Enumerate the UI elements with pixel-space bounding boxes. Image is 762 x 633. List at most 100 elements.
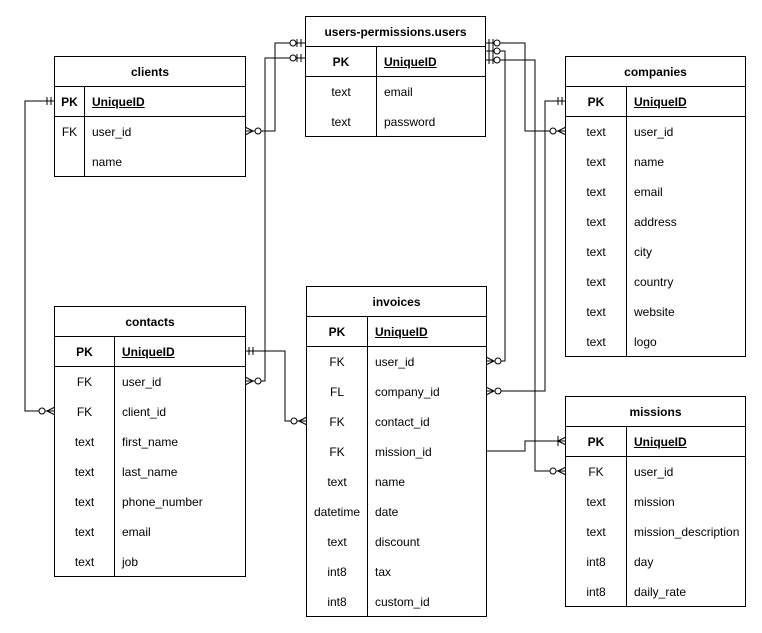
- field-name: user_id: [634, 465, 674, 479]
- field-row: FK mission_id: [307, 437, 486, 467]
- field-row: text country: [566, 267, 745, 297]
- key-type: int8: [566, 577, 627, 607]
- entity-title: users-permissions.users: [306, 17, 485, 47]
- field-name: name: [375, 475, 406, 489]
- primary-key-row: PK UniqueID: [306, 47, 485, 77]
- field-name: phone_number: [122, 495, 203, 509]
- key-type: PK: [566, 427, 627, 456]
- field-name: custom_id: [375, 595, 430, 609]
- primary-key-row: PK UniqueID: [55, 337, 245, 367]
- field-name: mission_id: [375, 445, 432, 459]
- key-type: PK: [566, 87, 627, 116]
- one-mandatory-marker-users-left-b: [296, 54, 302, 62]
- field-row: text password: [306, 107, 485, 137]
- rel-clients-contacts: [24, 100, 55, 412]
- field-row: FK user_id: [55, 367, 245, 397]
- field-row: name: [55, 147, 245, 177]
- rel-users-invoices: [486, 50, 506, 362]
- primary-key-row: PK UniqueID: [55, 87, 245, 117]
- field-row: FL company_id: [307, 377, 486, 407]
- key-type: FK: [307, 437, 368, 467]
- key-type: FK: [307, 407, 368, 437]
- key-type: PK: [55, 87, 85, 116]
- field-name: logo: [634, 335, 657, 349]
- key-type: text: [307, 467, 368, 497]
- key-type: text: [566, 147, 627, 177]
- field-name: name: [634, 155, 665, 169]
- key-type: text: [306, 77, 377, 107]
- key-type: text: [306, 107, 377, 137]
- field-row: FK user_id: [55, 117, 245, 147]
- entity-title: invoices: [307, 287, 486, 317]
- key-type: FK: [55, 117, 85, 147]
- key-type: text: [566, 487, 627, 517]
- field-name: website: [634, 305, 675, 319]
- zero-many-marker-clients: [244, 126, 262, 136]
- key-type: text: [55, 487, 115, 517]
- field-row: text name: [566, 147, 745, 177]
- marker-circle-users-r3: [493, 56, 501, 64]
- zero-many-marker-invoices-contact: [290, 416, 308, 426]
- key-type: text: [566, 267, 627, 297]
- field-name: user_id: [634, 125, 674, 139]
- field-name: tax: [375, 565, 392, 579]
- key-type: FK: [307, 347, 368, 377]
- one-mandatory-marker-contacts: [248, 347, 254, 355]
- primary-key-row: PK UniqueID: [566, 87, 745, 117]
- field-name: address: [634, 215, 677, 229]
- rel-users-companies: [486, 42, 566, 132]
- marker-circle-users-l1: [289, 39, 297, 47]
- field-row: FK user_id: [307, 347, 486, 377]
- zero-many-marker-invoices-company: [485, 386, 502, 396]
- entity-title: clients: [55, 57, 245, 87]
- field-name: mission: [634, 495, 675, 509]
- one-marker-missions: [557, 436, 567, 446]
- key-type: text: [566, 517, 627, 547]
- entity-title: missions: [566, 397, 745, 427]
- key-type: PK: [306, 47, 377, 76]
- field-name: name: [92, 155, 123, 169]
- rel-missions-invoices: [486, 440, 566, 452]
- field-name: country: [634, 275, 674, 289]
- field-name: UniqueID: [92, 95, 145, 109]
- key-type: [55, 147, 85, 177]
- entity-users[interactable]: users-permissions.users PK UniqueID text…: [305, 16, 486, 137]
- field-name: job: [122, 555, 139, 569]
- entity-clients[interactable]: clients PK UniqueID FK user_id name: [54, 56, 246, 177]
- entity-title: companies: [566, 57, 745, 87]
- key-type: text: [566, 177, 627, 207]
- field-name: city: [634, 245, 652, 259]
- field-name: UniqueID: [375, 325, 428, 339]
- field-name: email: [384, 85, 413, 99]
- zero-many-marker-companies: [549, 126, 567, 136]
- marker-circle-users-l2: [289, 54, 297, 62]
- field-name: company_id: [375, 385, 440, 399]
- field-name: user_id: [122, 375, 162, 389]
- field-row: text email: [306, 77, 485, 107]
- key-type: text: [566, 297, 627, 327]
- field-name: email: [122, 525, 151, 539]
- field-name: email: [634, 185, 663, 199]
- key-type: FL: [307, 377, 368, 407]
- key-type: text: [566, 237, 627, 267]
- key-type: FK: [55, 367, 115, 397]
- rel-companies-invoices: [486, 100, 566, 392]
- field-name: user_id: [375, 355, 415, 369]
- field-name: day: [634, 555, 654, 569]
